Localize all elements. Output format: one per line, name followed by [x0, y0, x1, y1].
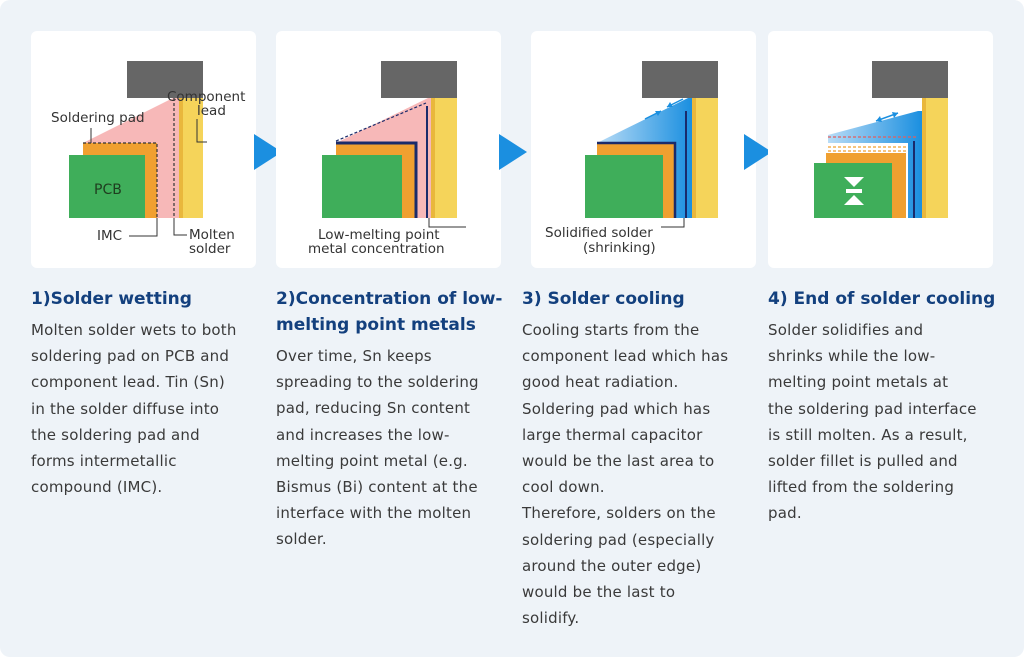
component-body — [381, 61, 457, 98]
body-line: pad, reducing Sn content — [276, 399, 471, 418]
concentration-line — [336, 141, 418, 218]
body-line: would be the last area to — [522, 452, 715, 471]
arrow-right-icon — [499, 134, 527, 170]
compress-arrows-icon — [844, 177, 864, 187]
body-line: solder fillet is pulled and — [768, 452, 958, 471]
label-concentration-1: Low-melting point — [318, 227, 440, 243]
body-line: large thermal capacitor — [522, 425, 703, 444]
body-line: lifted from the soldering — [768, 478, 955, 497]
wetting-illustration: Soldering pad Component lead PCB IMC Mol… — [31, 31, 256, 268]
body-line: compound (IMC). — [31, 478, 163, 497]
body-line: Solder solidifies and — [768, 321, 924, 339]
title-line: 2)Concentration of low- — [276, 289, 503, 309]
body-line: cool down. — [522, 478, 605, 497]
step-2-body: Over time, Sn keeps spreading to the sol… — [276, 343, 479, 553]
body-line: solidify. — [522, 609, 580, 628]
component-body — [642, 61, 718, 98]
step-3-title: 3) Solder cooling — [522, 289, 685, 309]
step-1-title: 1)Solder wetting — [31, 289, 192, 309]
label-soldering-pad: Soldering pad — [51, 110, 145, 126]
label-concentration-2: metal concentration — [308, 241, 445, 257]
component-body — [127, 61, 203, 98]
label-pcb: PCB — [94, 182, 122, 198]
concentration-diagram: Low-melting point metal concentration — [308, 61, 466, 257]
cooling-diagram: Solidified solder (shrinking) — [545, 61, 718, 256]
body-line: Molten solder wets to both — [31, 321, 237, 339]
body-line: shrinks while the low- — [768, 347, 936, 366]
body-line: Cooling starts from the — [522, 321, 700, 339]
body-line: in the solder diffuse into — [31, 399, 220, 418]
step-4-body: Solder solidifies and shrinks while the … — [768, 317, 977, 527]
component-body — [872, 61, 948, 98]
body-line: forms intermetallic — [31, 452, 177, 471]
component-lead — [922, 98, 948, 218]
label-solidified-2: (shrinking) — [583, 240, 656, 256]
pcb-board — [585, 155, 663, 218]
body-line: soldering pad on PCB and — [31, 347, 230, 366]
pcb-board — [322, 155, 402, 218]
body-line: is still molten. As a result, — [768, 425, 968, 444]
title-line: melting point metals — [276, 315, 476, 335]
pcb-board — [69, 155, 145, 218]
wetting-diagram: Soldering pad Component lead PCB IMC Mol… — [51, 61, 245, 257]
body-line: melting point metals at — [768, 373, 949, 392]
concentration-illustration: Low-melting point metal concentration — [276, 31, 501, 268]
body-line: Bismus (Bi) content at the — [276, 478, 478, 497]
body-line: component lead. Tin (Sn) — [31, 373, 225, 392]
body-line: spreading to the soldering — [276, 373, 479, 392]
end-cooling-diagram — [814, 61, 948, 218]
body-line: around the outer edge) — [522, 556, 702, 575]
body-line: interface with the molten — [276, 504, 472, 523]
body-line: solder. — [276, 530, 327, 549]
component-lead — [431, 98, 457, 218]
step-1-body: Molten solder wets to both soldering pad… — [31, 317, 237, 500]
solidified-solder — [828, 111, 922, 218]
body-line: Over time, Sn keeps — [276, 347, 432, 365]
body-line: pad. — [768, 504, 802, 523]
label-solidified-1: Solidified solder — [545, 225, 653, 241]
step-3-body: Cooling starts from the component lead w… — [522, 317, 728, 631]
body-line: Soldering pad which has — [522, 399, 711, 418]
body-line: soldering pad (especially — [522, 530, 715, 549]
body-line: would be the last to — [522, 583, 676, 602]
label-molten-2: solder — [189, 241, 231, 257]
body-line: and increases the low- — [276, 425, 450, 444]
end-cooling-illustration — [768, 31, 993, 268]
body-line: Therefore, solders on the — [522, 504, 716, 523]
step-2-title: 2)Concentration of low- melting point me… — [276, 286, 502, 338]
label-molten-1: Molten — [189, 227, 235, 243]
body-line: good heat radiation. — [522, 373, 679, 392]
arrow-right-icon — [744, 134, 772, 170]
label-component-2: lead — [197, 103, 226, 119]
label-imc: IMC — [97, 228, 122, 244]
body-line: melting point metal (e.g. — [276, 451, 468, 470]
body-line: the soldering pad and — [31, 425, 200, 444]
step-4-title: 4) End of solder cooling — [768, 289, 996, 309]
body-line: the soldering pad interface — [768, 399, 977, 418]
label-component-1: Component — [167, 89, 245, 105]
body-line: component lead which has — [522, 347, 729, 366]
cooling-illustration: Solidified solder (shrinking) — [531, 31, 756, 268]
component-lead — [692, 98, 718, 218]
